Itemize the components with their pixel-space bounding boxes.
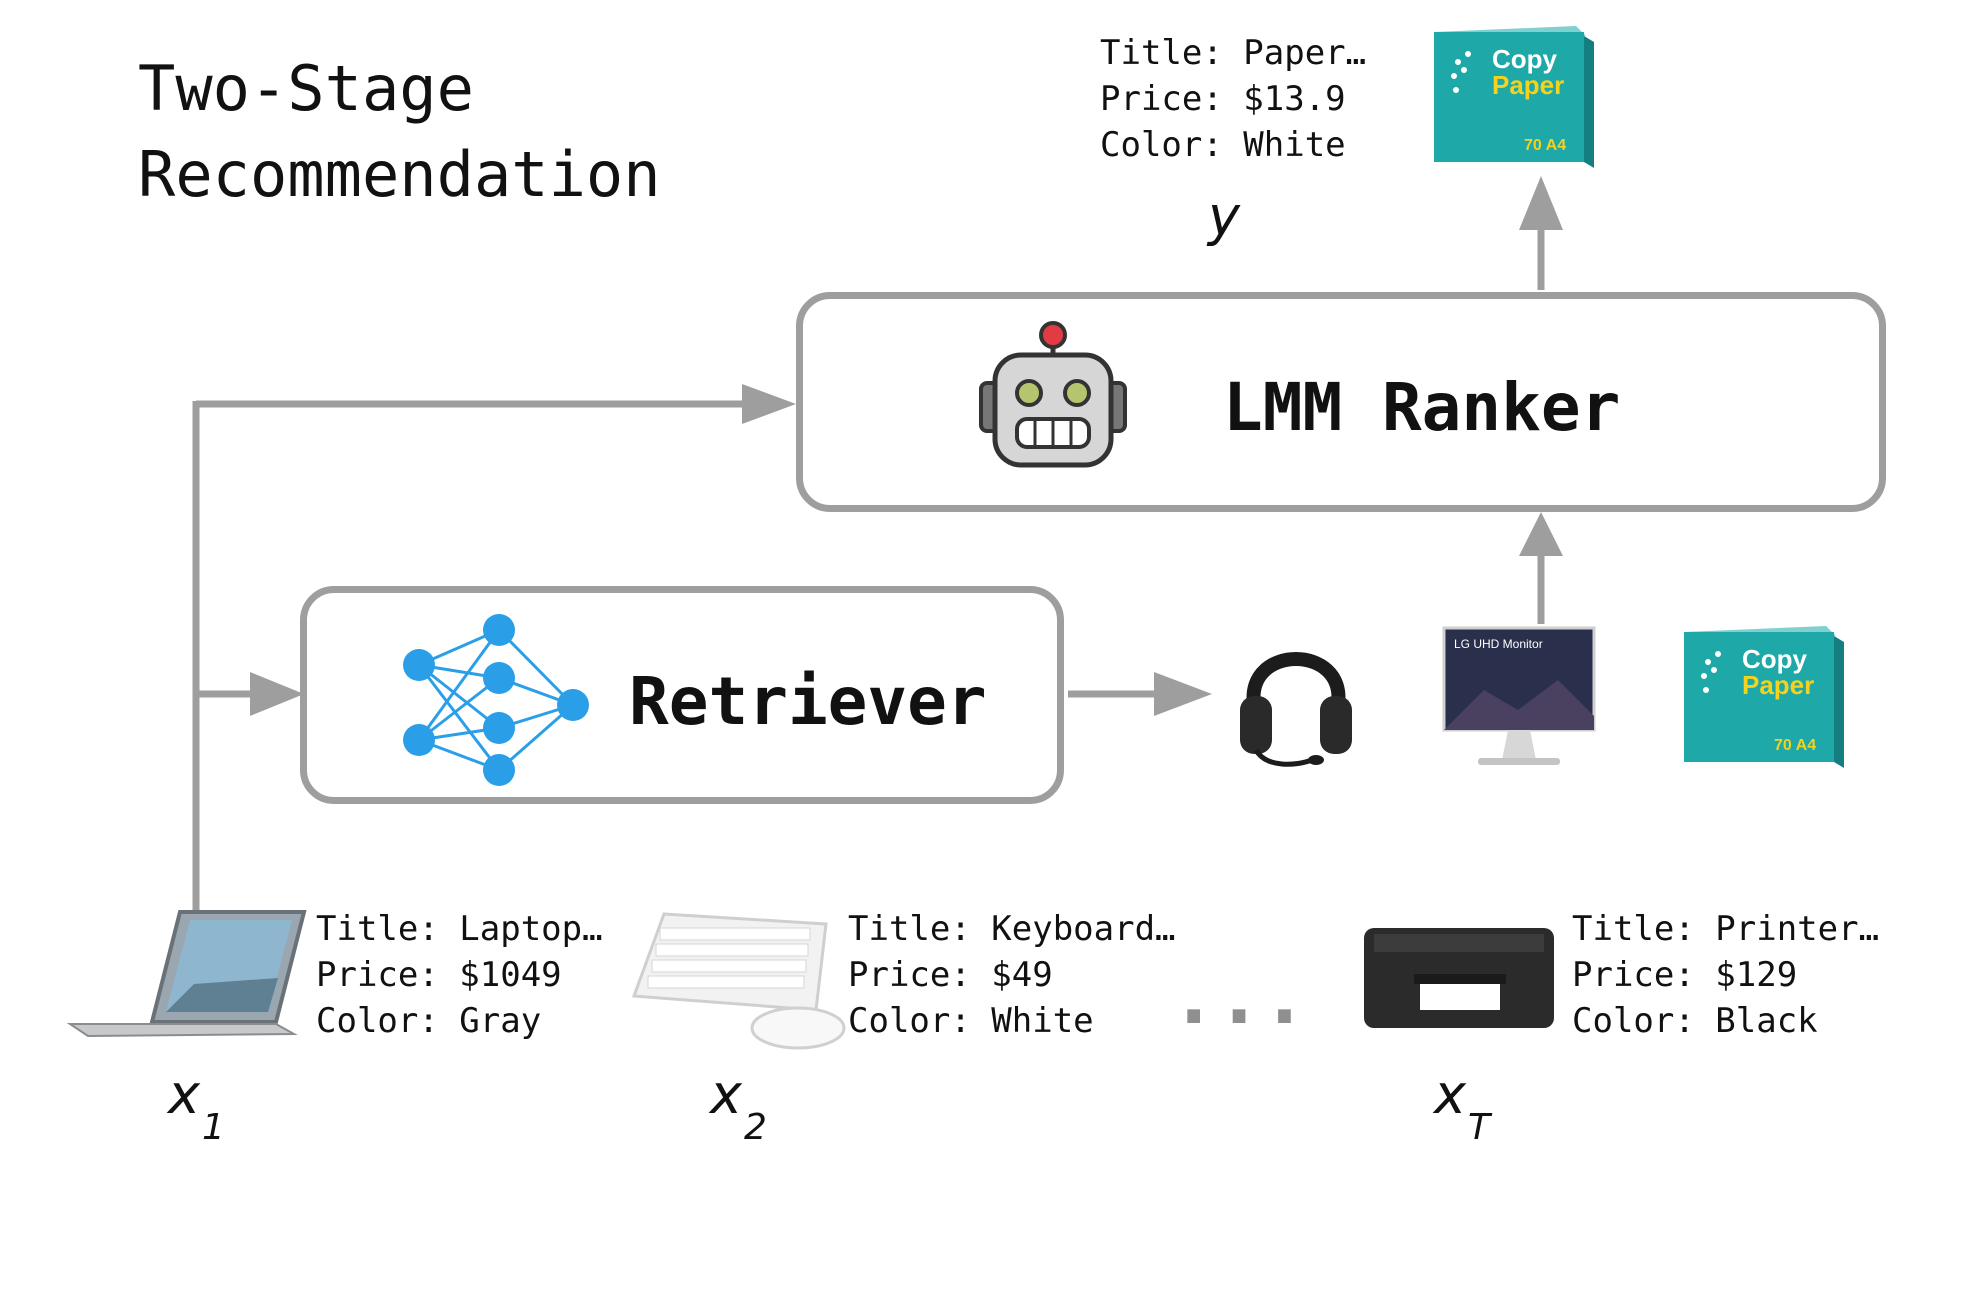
- item-printer-image: [1364, 928, 1554, 1028]
- retriever-box: Retriever: [300, 586, 1064, 804]
- lmm-ranker-box: LMM Ranker: [796, 292, 1886, 512]
- items-ellipsis: ...: [1180, 956, 1317, 1040]
- output-metadata: Title: Paper… Price: $13.9 Color: White: [1100, 30, 1366, 168]
- arrow-head-retriever: [250, 672, 304, 716]
- svg-text:70 A4: 70 A4: [1524, 137, 1566, 154]
- retriever-label: Retriever: [629, 663, 987, 740]
- output-title: Title: Paper…: [1100, 33, 1367, 73]
- svg-text:Paper: Paper: [1492, 70, 1564, 100]
- item-2-color: Color: White: [848, 1001, 1094, 1041]
- item-1-title: Title: Laptop…: [316, 909, 603, 949]
- item-3-price: Price: $129: [1572, 955, 1798, 995]
- item-keyboard-image: [631, 912, 846, 1050]
- item-3-variable: xT: [1434, 1063, 1490, 1148]
- neural-network-icon: [403, 614, 589, 786]
- svg-text:70 A4: 70 A4: [1774, 737, 1816, 754]
- monitor-brand-text: LG UHD Monitor: [1454, 637, 1543, 651]
- item-laptop-image: [66, 910, 307, 1038]
- item-1-color: Color: Gray: [316, 1001, 542, 1041]
- diagram-title-line-1: Two-Stage: [138, 52, 474, 125]
- item-3-title: Title: Printer…: [1572, 909, 1880, 949]
- candidate-monitor-image: LG UHD Monitor: [1442, 626, 1596, 765]
- arrow-head-up-output: [1519, 176, 1563, 230]
- output-variable-y: y: [1208, 185, 1240, 248]
- item-3-color: Color: Black: [1572, 1001, 1818, 1041]
- lmm-ranker-label: LMM Ranker: [1223, 369, 1621, 446]
- candidate-headset-image: [1240, 652, 1352, 767]
- diagram-title-line-2: Recommendation: [138, 138, 661, 211]
- candidate-copy-paper-image: Copy Paper 70 A4: [1684, 626, 1844, 768]
- svg-text:Paper: Paper: [1742, 670, 1814, 700]
- item-2-metadata: Title: Keyboard… Price: $49 Color: White: [848, 906, 1176, 1044]
- svg-text:Copy: Copy: [1492, 44, 1558, 74]
- item-1-price: Price: $1049: [316, 955, 562, 995]
- output-color: Color: White: [1100, 125, 1346, 165]
- item-1-metadata: Title: Laptop… Price: $1049 Color: Gray: [316, 906, 603, 1044]
- item-2-title: Title: Keyboard…: [848, 909, 1176, 949]
- robot-icon: [979, 321, 1127, 468]
- item-3-metadata: Title: Printer… Price: $129 Color: Black: [1572, 906, 1879, 1044]
- output-price: Price: $13.9: [1100, 79, 1346, 119]
- svg-text:Copy: Copy: [1742, 644, 1808, 674]
- arrow-head-ranker: [742, 384, 796, 424]
- arrow-head-up-ranker: [1519, 512, 1563, 556]
- output-copy-paper-image: Copy Paper 70 A4: [1434, 26, 1594, 168]
- arrow-head-candidates: [1154, 672, 1212, 716]
- item-2-price: Price: $49: [848, 955, 1053, 995]
- item-1-variable: x1: [168, 1063, 225, 1148]
- item-2-variable: x2: [710, 1063, 767, 1148]
